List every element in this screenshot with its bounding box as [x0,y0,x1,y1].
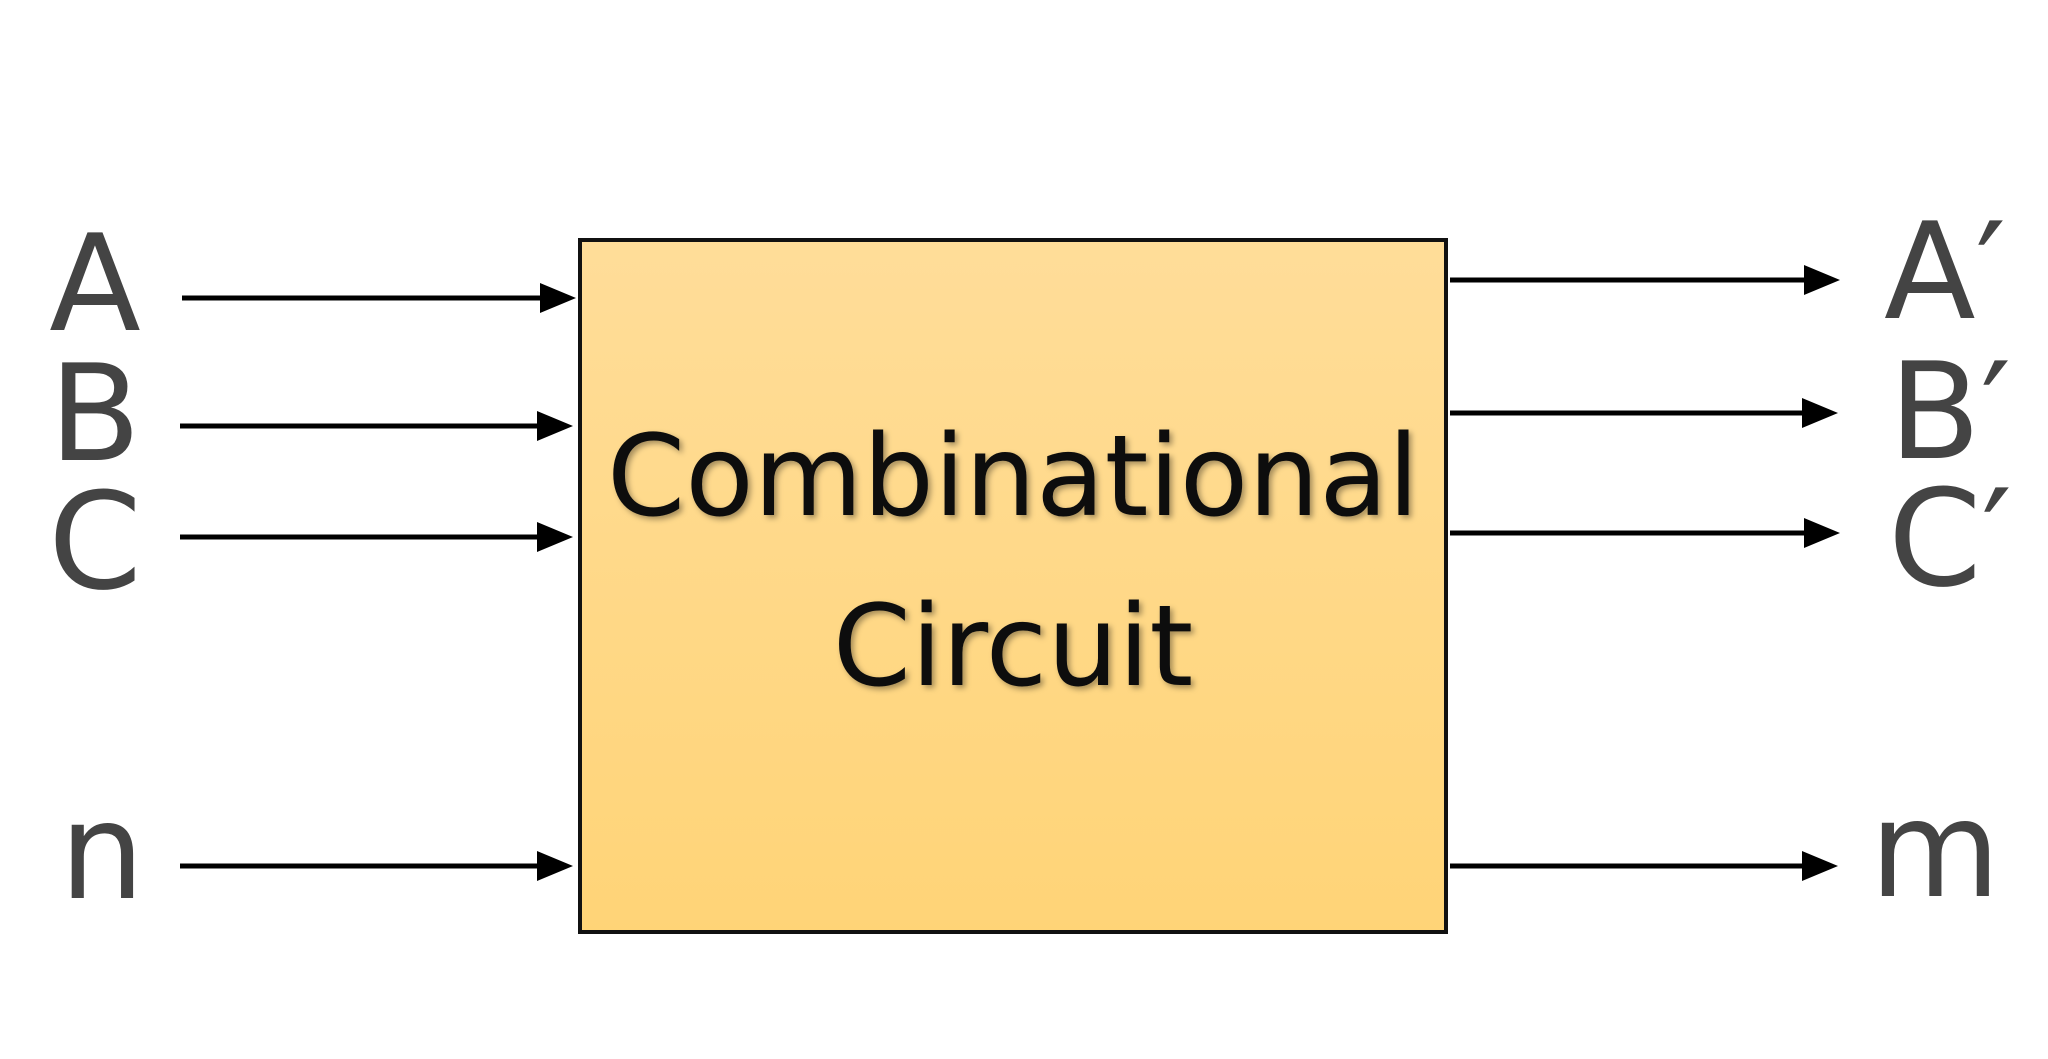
output-arrow-c [1450,518,1840,548]
output-label-b-prime: B′ [1889,334,2011,490]
input-arrow-n [180,851,573,881]
input-arrow-c [180,522,573,552]
block-title-line1: Combinational [607,412,1419,542]
output-label-c-prime: C′ [1888,461,2012,617]
output-label-a-prime: A′ [1884,194,2006,350]
output-arrow-b [1450,398,1838,428]
input-arrow-a [182,283,576,313]
combinational-circuit-block [578,238,1448,934]
input-label-b: B [49,336,141,492]
output-label-m: m [1870,772,2001,928]
input-label-a: A [49,206,141,362]
input-label-c: C [48,464,142,620]
input-label-n: n [60,774,145,930]
block-title-line2: Circuit [833,582,1194,712]
input-arrow-b [180,411,573,441]
output-arrow-a [1450,265,1840,295]
output-arrow-m [1450,851,1838,881]
